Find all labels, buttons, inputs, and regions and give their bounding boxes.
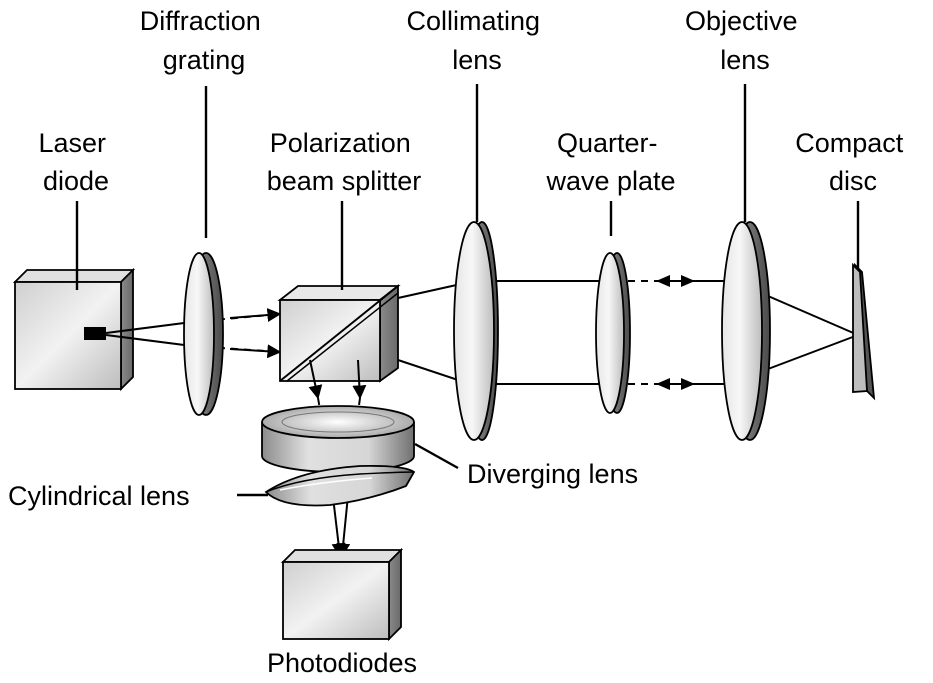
quarter-wave-plate xyxy=(595,252,631,414)
collimating-lens xyxy=(453,221,499,441)
label-polarization-beam-splitter: Polarization beam splitter xyxy=(267,128,422,196)
label-compact-disc: Compact disc xyxy=(795,128,911,196)
diverging-lens xyxy=(261,405,415,473)
labels: Laser diode Diffraction grating Polariza… xyxy=(8,6,911,678)
label-diverging-lens: Diverging lens xyxy=(467,459,638,489)
label-collimating-lens: Collimating lens xyxy=(406,6,547,75)
leader-lines xyxy=(75,84,860,497)
label-laser-diode: Laser diode xyxy=(38,128,113,196)
objective-lens xyxy=(721,221,771,441)
laser-emitter xyxy=(84,327,106,340)
polarization-beam-splitter xyxy=(277,284,401,383)
cylindrical-lens xyxy=(264,464,416,507)
label-quarter-wave-plate: Quarter- wave plate xyxy=(545,128,675,196)
photodiodes xyxy=(280,547,404,642)
label-objective-lens: Objective lens xyxy=(685,6,805,75)
label-photodiodes: Photodiodes xyxy=(267,648,417,678)
label-diffraction-grating: Diffraction grating xyxy=(140,6,269,75)
diffraction-grating xyxy=(183,252,224,416)
compact-disc xyxy=(852,262,876,401)
label-cylindrical-lens: Cylindrical lens xyxy=(8,481,190,511)
laser-diode xyxy=(12,267,136,392)
bidirectional-arrows xyxy=(656,275,695,390)
